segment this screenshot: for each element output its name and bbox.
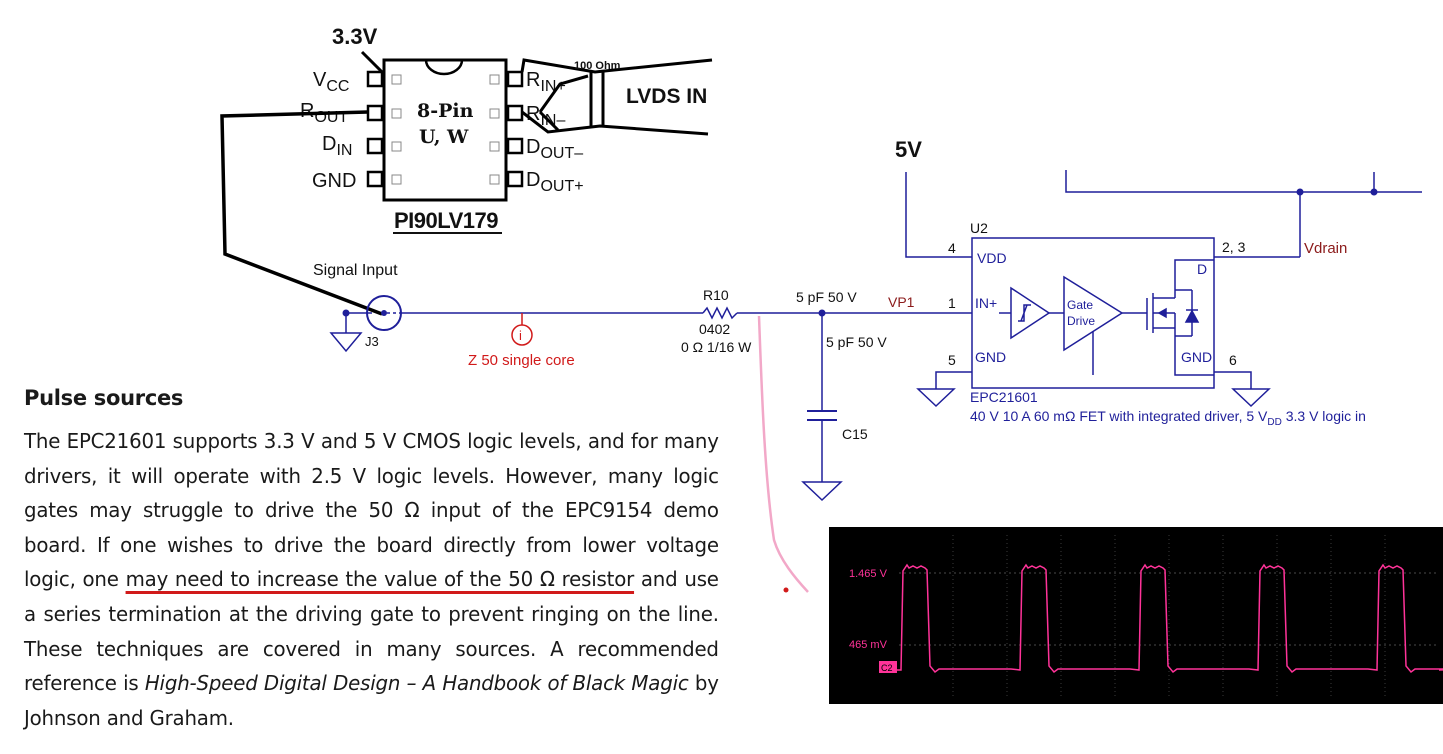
- channel-tag: C2: [881, 663, 893, 673]
- highlight-stroke: [757, 315, 809, 593]
- j3-ground-symbol: [329, 332, 363, 353]
- termination-resistor-label: 100 Ohm: [574, 60, 621, 72]
- pin-box-2: [366, 104, 384, 122]
- line-info-letter: i: [519, 328, 522, 343]
- pin-box-1: [366, 70, 384, 88]
- pin-in-name: IN+: [975, 295, 997, 311]
- lvds-wiring: [520, 58, 713, 136]
- inner-pad-marks: [391, 74, 500, 185]
- r10-value: 0 Ω 1/16 W: [681, 339, 752, 355]
- j3-ref: J3: [365, 334, 379, 349]
- u2-ground-left: [916, 388, 956, 408]
- scope-high-label: 1.465 V: [849, 568, 888, 580]
- scope-grid: [899, 535, 1439, 696]
- pin-box-3: [366, 137, 384, 155]
- pin1-num: 1: [948, 295, 956, 311]
- signal-path: Signal Input J3 i Z 50 single core R10 0…: [313, 262, 972, 593]
- pin-box-5: [506, 170, 524, 188]
- pin-box-7: [506, 104, 524, 122]
- gate-drive-label1: Gate: [1067, 298, 1093, 312]
- u2-ground-right: [1231, 388, 1271, 408]
- pin-rin-plus-label: RIN+: [526, 69, 566, 95]
- line-info-marker: [511, 324, 533, 346]
- r10-package: 0402: [699, 321, 730, 337]
- line-impedance-label: Z 50 single core: [468, 352, 575, 369]
- para-part-b: and use a series termination at the driv…: [24, 567, 719, 696]
- pin4-num: 4: [948, 240, 956, 256]
- pin-din-label: DIN: [322, 133, 352, 159]
- gate-drive-label2: Drive: [1067, 314, 1095, 328]
- pin-vcc-label: VCC: [313, 69, 349, 95]
- u2-desc-label: 40 V 10 A 60 mΩ FET with integrated driv…: [970, 408, 1366, 428]
- section-heading: Pulse sources: [24, 386, 184, 410]
- fet-symbol: [1146, 259, 1214, 376]
- para-underlined: may need to increase the value of the 50…: [125, 567, 635, 592]
- vdd-wire: [905, 172, 972, 258]
- pin6-num: 6: [1229, 352, 1237, 368]
- vcc-supply-wire: [360, 50, 384, 74]
- pin-gnd-left-name: GND: [975, 349, 1006, 365]
- scope-trace: [881, 563, 1443, 674]
- supply-3v3-label: 3.3V: [332, 24, 378, 49]
- left-pins: [366, 70, 384, 188]
- u2-part-label: EPC21601: [970, 389, 1038, 405]
- schmitt-buffer: [1010, 286, 1051, 340]
- ic8-notch: [424, 59, 464, 76]
- highlight-dot: [783, 587, 789, 593]
- article-paragraph: The EPC21601 supports 3.3 V and 5 V CMOS…: [24, 424, 719, 735]
- r10-ref: R10: [703, 287, 729, 303]
- pin-vdd-name: VDD: [977, 250, 1007, 266]
- pinout-block: 3.3V 8-Pin U, W VCC ROUT DIN: [220, 24, 713, 316]
- cap-side-label: 5 pF 50 V: [826, 334, 887, 350]
- c15-ref: C15: [842, 426, 868, 442]
- right-pins: [506, 70, 524, 188]
- channel-tag-box: [879, 661, 897, 673]
- scope-screen: 1.465 V 465 mV C2: [849, 535, 1443, 696]
- scope-low-label: 465 mV: [849, 639, 888, 651]
- package-line1: 8-Pin: [417, 100, 474, 122]
- pin5-num: 5: [948, 352, 956, 368]
- part-name-label: PI90LV179: [394, 208, 498, 233]
- rout-to-j3-wire: [220, 110, 383, 316]
- pin-box-8: [506, 70, 524, 88]
- pin-box-6: [506, 137, 524, 155]
- para-part-c: by Johnson and Graham.: [24, 671, 719, 730]
- para-part-a: The EPC21601 supports 3.3 V and 5 V CMOS…: [24, 429, 719, 592]
- schmitt-icon: [1018, 304, 1031, 322]
- vdrain-net-label: Vdrain: [1304, 240, 1347, 257]
- book-title: High-Speed Digital Design – A Handbook o…: [144, 671, 689, 696]
- pin-box-4: [366, 170, 384, 188]
- c15-ground-symbol: [801, 481, 843, 502]
- supply-5v-label: 5V: [895, 137, 922, 162]
- vdrain-bus: [1065, 170, 1422, 193]
- r10-resistor: [702, 306, 738, 320]
- lvds-in-label: LVDS IN: [626, 85, 707, 108]
- vp1-net-label: VP1: [888, 294, 915, 310]
- ic8-body: [382, 58, 508, 202]
- pin-dout-plus-label: DOUT+: [526, 169, 584, 195]
- pin-gnd-label: GND: [312, 170, 356, 192]
- pin-gnd-right-name: GND: [1181, 349, 1212, 365]
- pin-d-name: D: [1197, 261, 1207, 277]
- u2-ref: U2: [970, 220, 988, 236]
- article-text: Pulse sources The EPC21601 supports 3.3 …: [24, 386, 724, 735]
- pin23-num: 2, 3: [1222, 239, 1246, 255]
- epc21601-block: 5V U2 4 VDD 1 IN+ 5 GND 2, 3 D 6 GND Gat…: [895, 137, 1422, 428]
- package-line2: U, W: [419, 126, 469, 148]
- signal-input-label: Signal Input: [313, 262, 398, 279]
- cap-top-label: 5 pF 50 V: [796, 289, 857, 305]
- oscilloscope-capture: 1.465 V 465 mV C2: [829, 527, 1443, 704]
- pin-dout-minus-label: DOUT–: [526, 136, 583, 162]
